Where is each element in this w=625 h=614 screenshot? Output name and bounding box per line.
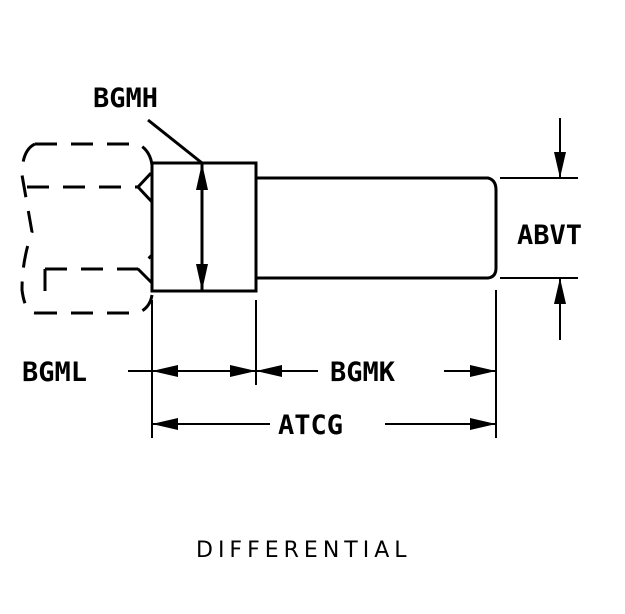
shank xyxy=(256,176,498,280)
diagram-caption: DIFFERENTIAL xyxy=(196,538,412,563)
abvt-dimension xyxy=(500,118,578,340)
label-bgml: BGML xyxy=(22,357,87,388)
label-atcg: ATCG xyxy=(278,410,343,441)
arrow-down-icon xyxy=(196,264,208,291)
label-abvt: ABVT xyxy=(517,220,582,251)
hex-body xyxy=(150,161,258,293)
label-bgmk: BGMK xyxy=(330,357,396,388)
bgml-bgmk-dimension xyxy=(128,365,496,377)
arrow-up-icon xyxy=(196,163,208,190)
bgmh-leader xyxy=(147,118,203,165)
hex-nut-phantom xyxy=(20,142,154,315)
label-bgmh: BGMH xyxy=(93,83,158,114)
atcg-dimension xyxy=(152,418,496,430)
